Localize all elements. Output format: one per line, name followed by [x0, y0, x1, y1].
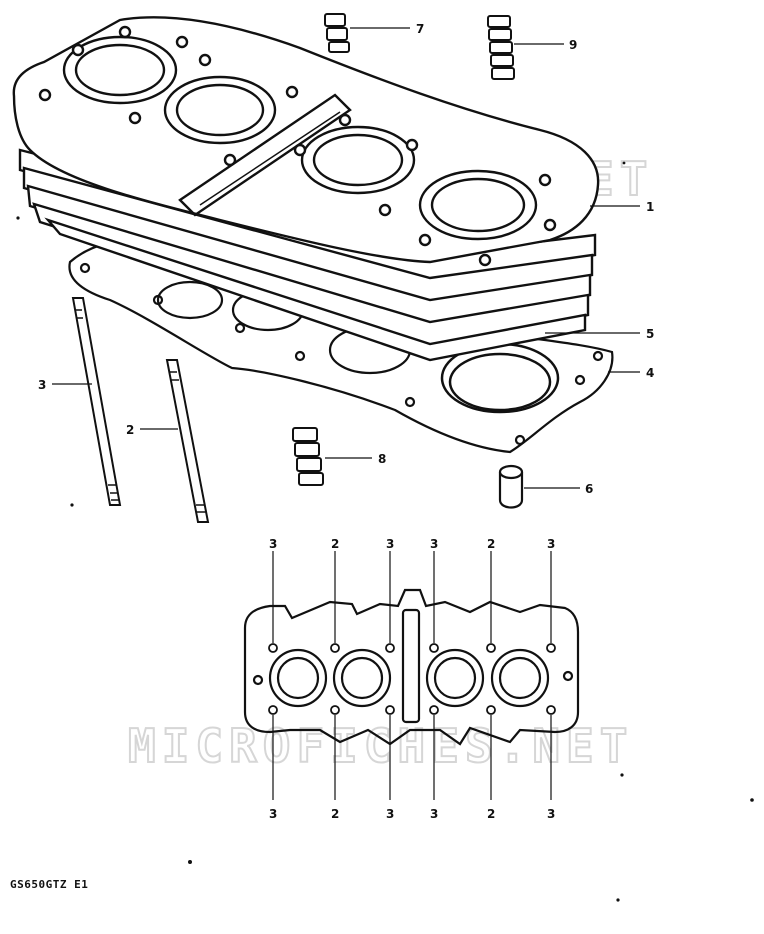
part-1-cylinder-block[interactable]: [12, 16, 600, 362]
bolt-label-top: 3: [430, 537, 438, 551]
bolt-hole: [330, 643, 340, 653]
bolt-hole: [486, 705, 496, 715]
bolt-label-bottom: 3: [430, 807, 438, 821]
bolt-label-bottom: 3: [547, 807, 555, 821]
bolt-label-top: 3: [386, 537, 394, 551]
bolt-label-top: 3: [547, 537, 555, 551]
part-7-dowel-stack[interactable]: [324, 13, 350, 53]
leader-lines: [52, 27, 640, 489]
part-6-dowel-pin[interactable]: [498, 464, 524, 509]
callout-4: 4: [646, 366, 654, 380]
part-3-long-stud[interactable]: [71, 297, 122, 506]
bolt-label-bottom: 3: [269, 807, 277, 821]
bolt-label-bottom: 3: [386, 807, 394, 821]
callout-2: 2: [126, 423, 134, 437]
part-9-dowel-stack[interactable]: [487, 15, 515, 80]
callout-7: 7: [416, 22, 424, 36]
part-2-short-stud[interactable]: [165, 359, 210, 523]
bolt-pattern-diagram: [243, 588, 580, 746]
bolt-holes: [268, 643, 556, 715]
callout-6: 6: [585, 482, 593, 496]
callout-9: 9: [569, 38, 577, 52]
bolt-label-top: 3: [269, 537, 277, 551]
model-code: GS650GTZ E1: [10, 878, 89, 891]
callout-8: 8: [378, 452, 386, 466]
callout-1: 1: [646, 200, 654, 214]
callout-5: 5: [646, 327, 654, 341]
part-8-dowel-stack[interactable]: [292, 427, 324, 486]
bolt-hole: [385, 705, 395, 715]
bolt-hole: [330, 705, 340, 715]
bolt-hole: [429, 705, 439, 715]
bolt-hole: [546, 643, 556, 653]
bolt-hole: [546, 705, 556, 715]
bolt-label-top: 2: [331, 537, 339, 551]
bolt-label-top: 2: [487, 537, 495, 551]
specks: [16, 161, 754, 902]
bolt-label-bottom: 2: [331, 807, 339, 821]
bolt-hole: [268, 643, 278, 653]
watermark-bottom: MICROFICHES.NET: [128, 719, 633, 773]
callouts: 7 9 1 5 4 6 8 3 2: [38, 22, 654, 496]
bolt-hole: [268, 705, 278, 715]
bolt-label-bottom: 2: [487, 807, 495, 821]
bolt-labels: 3 3 2 2 3 3 3 3 2 2 3 3: [269, 537, 555, 821]
bolt-hole: [429, 643, 439, 653]
bolt-hole: [486, 643, 496, 653]
bolt-hole: [385, 643, 395, 653]
callout-3: 3: [38, 378, 46, 392]
